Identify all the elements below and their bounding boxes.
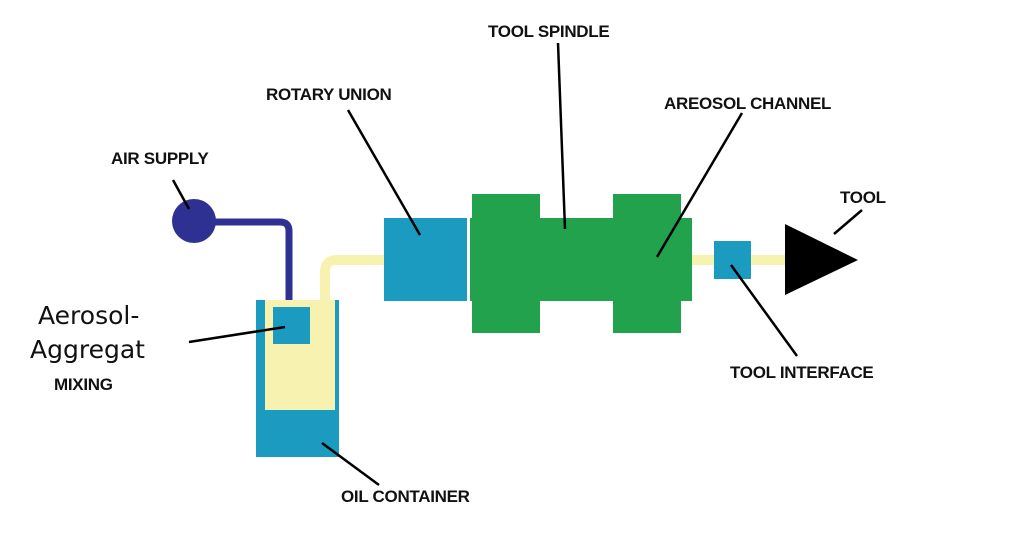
leader-aerosol-channel <box>655 112 744 258</box>
leader-tool <box>833 209 863 235</box>
label-air-supply: AIR SUPPLY <box>111 149 209 168</box>
leader-tool-spindle <box>556 42 567 230</box>
label-oil-container: OIL CONTAINER <box>341 487 470 506</box>
rotary-union <box>384 218 467 301</box>
leader-aerosol-aggregat <box>188 325 286 344</box>
label-tool-interface: TOOL INTERFACE <box>730 363 873 382</box>
leader-air-supply <box>171 179 191 210</box>
label-tool: TOOL <box>840 188 886 207</box>
air-supply-line <box>200 218 293 310</box>
leader-oil-container <box>321 441 380 487</box>
tool-interface <box>714 241 751 279</box>
aerosol-mixing-unit <box>273 307 310 344</box>
tool-spindle <box>470 194 692 333</box>
aerosol-pipe <box>320 255 384 305</box>
label-tool-spindle: TOOL SPINDLE <box>488 22 609 41</box>
tool <box>785 224 858 295</box>
label-mixing: MIXING <box>54 375 113 394</box>
label-aerosol-channel: AREOSOL CHANNEL <box>664 94 831 113</box>
label-aerosol-aggregat-line1: Aerosol- <box>38 301 139 330</box>
air-supply-source <box>172 199 216 243</box>
leader-rotary-union <box>346 109 422 236</box>
label-aerosol-aggregat-line2: Aggregat <box>30 335 145 364</box>
leader-tool-interface <box>729 264 799 357</box>
label-rotary-union: ROTARY UNION <box>266 85 392 104</box>
